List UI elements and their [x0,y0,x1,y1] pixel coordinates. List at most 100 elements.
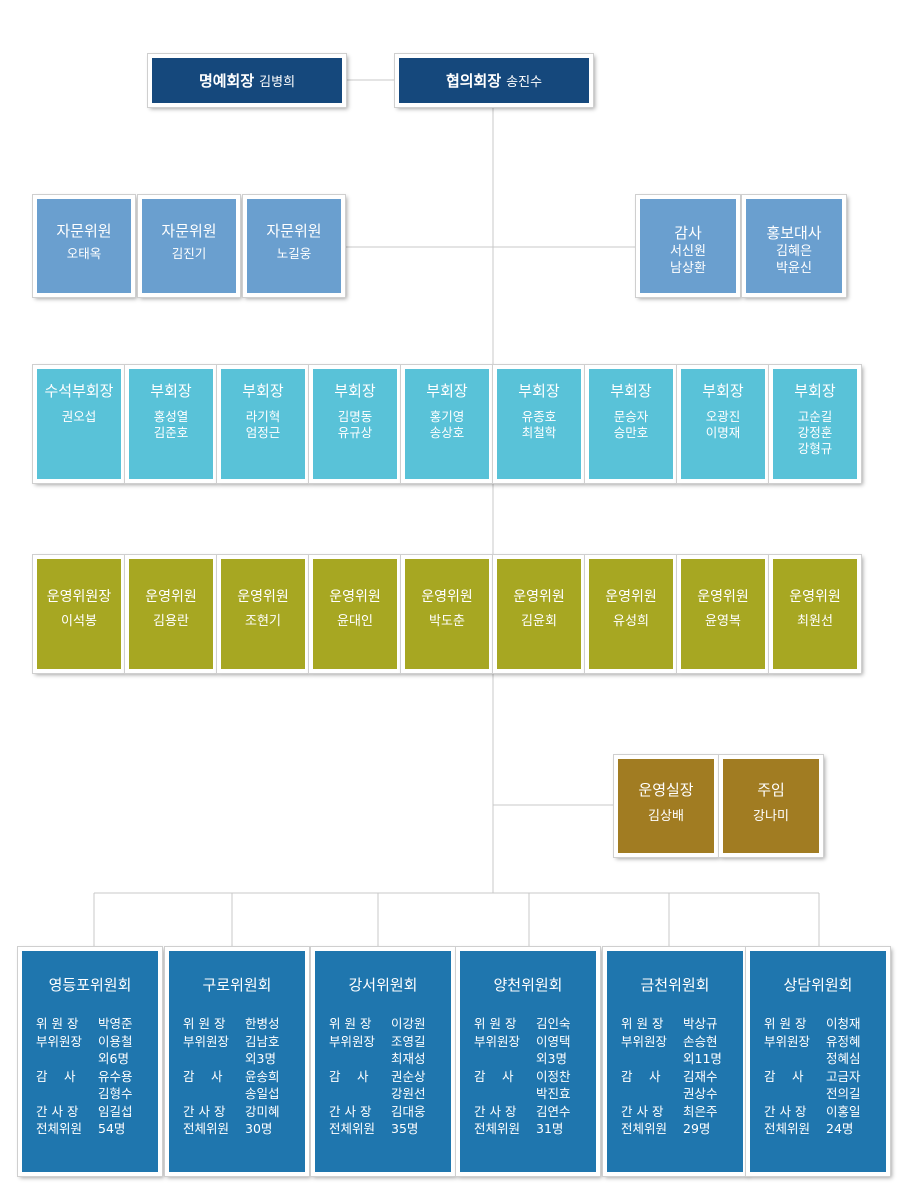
vice-president-title: 부회장 [334,382,376,400]
vice-president-title: 부회장 [150,382,192,400]
row-value: 권상수 [683,1086,718,1101]
row-label: 위 원 장 [329,1016,372,1031]
row-value: 김재수 [683,1068,718,1084]
advisor-box: 자문위원 김진기 [138,195,240,297]
row-label: 전체위원 [36,1121,83,1136]
vice-president-title: 부회장 [242,382,284,400]
row-value: 김연수 [536,1103,571,1119]
advisor-title: 자문위원 [161,222,217,240]
senior-vice-president-box: 수석부회장 권오섭 [33,365,125,483]
row-label: 위 원 장 [764,1016,807,1031]
district-row: 간 사 장 최은주 [607,1103,743,1121]
row-value: 윤송희 [245,1068,280,1084]
vice-president-name: 엄정근 [245,425,281,440]
row-value: 정혜심 [826,1051,861,1066]
auditor-title: 감사 [674,224,702,242]
row-label [36,1085,98,1103]
row-value: 권순상 [391,1068,426,1084]
row-label: 부위원장 [474,1033,521,1049]
vice-president-name: 권오섭 [61,409,97,424]
row-label: 간 사 장 [621,1103,664,1119]
vice-president-title: 부회장 [610,382,652,400]
honorary-chairman-box: 명예회장 김병희 [148,54,346,107]
row-label [764,1085,826,1103]
vice-president-name: 승만호 [613,425,649,440]
vice-president-name: 라기혁 [245,409,281,424]
vice-president-name: 김준호 [153,425,189,440]
operating-title: 운영위원 [605,589,657,605]
row-value: 이강원 [391,1016,426,1031]
row-label: 간 사 장 [329,1103,372,1119]
row-label: 위 원 장 [183,1016,226,1031]
row-value: 최은주 [683,1103,718,1119]
operating-title: 운영위원 [421,589,473,605]
council-president-box: 협의회장 송진수 [395,54,593,107]
district-row: 박진효 [460,1085,596,1103]
advisor-name: 김진기 [171,246,207,261]
row-label: 위 원 장 [36,1016,79,1031]
vice-president-name: 오광진 [705,409,741,424]
row-value: 유수용 [98,1068,133,1084]
vice-president-name: 강정훈 [797,425,833,440]
row-label: 전체위원 [474,1121,521,1136]
operating-member-box: 운영위원 조현기 [217,555,309,673]
district-name: 강서위원회 [348,976,418,994]
row-value: 30명 [245,1121,273,1136]
row-label: 부위원장 [764,1033,811,1049]
district-row: 최재성 [315,1050,451,1068]
district-row: 전체위원 54명 [22,1120,158,1138]
row-value: 54명 [98,1121,126,1136]
row-value: 이홍일 [826,1103,861,1119]
row-label: 전체위원 [329,1121,376,1136]
advisor-title: 자문위원 [266,222,322,240]
district-row: 송일섭 [169,1085,305,1103]
operating-name: 조현기 [245,614,281,629]
row-value: 강원선 [391,1086,426,1101]
row-value: 김인숙 [536,1016,571,1031]
row-label: 감 사 [474,1068,514,1084]
operating-name: 김윤회 [521,614,557,629]
operating-member-box: 운영위원 윤대인 [309,555,401,673]
row-label [183,1085,245,1103]
operating-name: 최원선 [797,614,833,629]
vice-president-name: 유종호 [521,409,557,424]
row-value: 송일섭 [245,1086,280,1101]
operating-title: 운영위원장 [46,589,112,605]
honorary-chairman-title: 명예회장 [198,72,255,90]
row-label: 간 사 장 [764,1103,807,1119]
district-name: 상담위원회 [783,976,853,994]
district-name: 금천위원회 [640,976,710,994]
vice-president-name: 고순길 [797,409,833,424]
advisor-name: 노길웅 [276,246,312,261]
row-value: 24명 [826,1121,854,1136]
council-president-title: 협의회장 [445,72,502,90]
row-label: 부위원장 [183,1033,230,1049]
vice-president-box: 부회장 문승자 승만호 [585,365,677,483]
row-label [329,1050,391,1068]
district-row: 위 원 장 이강원 [315,1015,451,1033]
district-row: 부위원장 김남호 [169,1033,305,1051]
vice-president-box: 부회장 김명동 유규상 [309,365,401,483]
row-value: 김남호 [245,1033,280,1049]
staff-name: 김상배 [648,809,684,824]
row-value: 김형수 [98,1086,133,1101]
row-value: 박상규 [683,1016,718,1031]
pr-ambassador-box: 홍보대사 김혜은 박윤신 [742,195,846,297]
district-row: 강원선 [315,1085,451,1103]
vice-president-name: 유규상 [337,425,373,440]
